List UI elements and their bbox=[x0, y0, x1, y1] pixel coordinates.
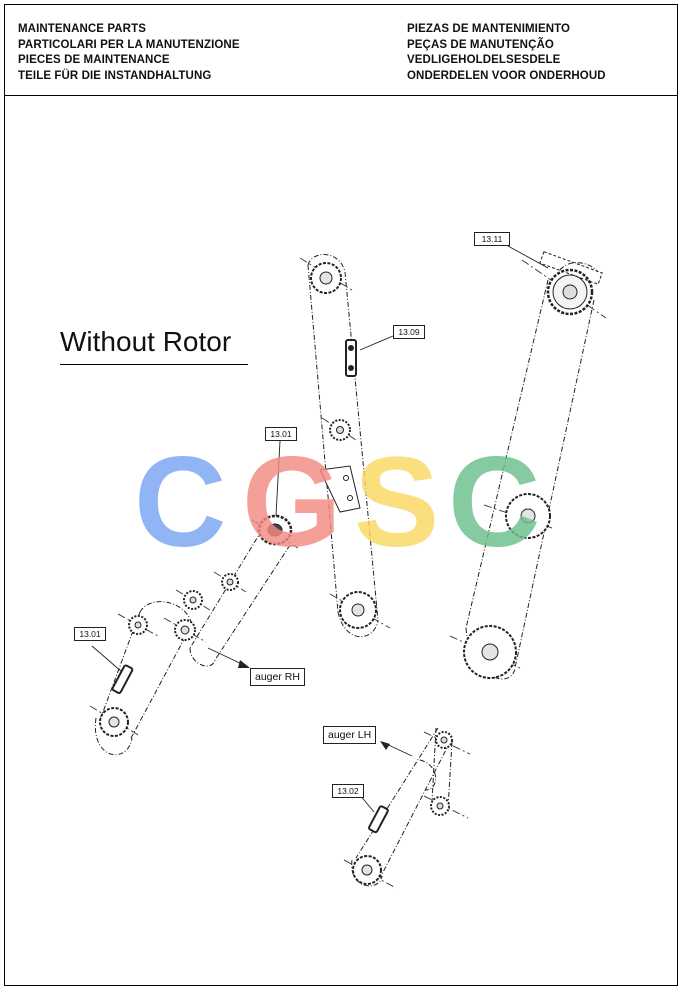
watermark-letter-1: C bbox=[134, 431, 226, 574]
chain-link-13-02 bbox=[368, 805, 389, 834]
sprocket-small-c bbox=[128, 615, 148, 635]
sprocket-lower-right-b bbox=[430, 796, 450, 816]
chain-loop-right bbox=[465, 262, 599, 680]
chain-loop-diagonal bbox=[189, 529, 291, 667]
chain-link-13-01-lower bbox=[111, 664, 134, 695]
callout-13-11: 13.11 bbox=[474, 232, 510, 246]
sprocket-lower-right-a bbox=[435, 731, 453, 749]
sprocket-small-b bbox=[183, 590, 203, 610]
header-right-line-3: VEDLIGEHOLDELSESDELE bbox=[407, 54, 561, 66]
sprocket-13-11 bbox=[539, 251, 603, 316]
header-left-line-2: PARTICOLARI PER LA MANUTENZIONE bbox=[18, 38, 240, 51]
diagram-title: Without Rotor bbox=[60, 326, 232, 357]
callout-13-09: 13.09 bbox=[393, 325, 425, 339]
label-auger-rh: auger RH bbox=[250, 668, 305, 686]
leader-13-09 bbox=[359, 335, 394, 351]
arrowhead-auger-lh bbox=[380, 741, 390, 750]
sprocket-auger-rh bbox=[99, 707, 129, 737]
leader-13-01-lower bbox=[91, 645, 123, 673]
label-auger-lh: auger LH bbox=[323, 726, 377, 744]
header-left-line-3: PIECES DE MAINTENANCE bbox=[18, 54, 170, 66]
arrowhead-auger-rh bbox=[238, 660, 250, 668]
sprocket-lower-middle bbox=[339, 591, 377, 629]
page-frame bbox=[4, 4, 678, 986]
header-right-line-2: PEÇAS DE MANUTENÇÃO bbox=[407, 38, 554, 51]
sprocket-13-01-upper bbox=[257, 514, 293, 546]
tensioner-plate bbox=[319, 465, 361, 513]
sprocket-right-mid bbox=[505, 493, 551, 539]
chain-link-13-09 bbox=[345, 339, 357, 377]
sprocket-large-lower-right bbox=[463, 625, 517, 679]
sprocket-small-a bbox=[221, 573, 239, 591]
watermark-letter-2: G bbox=[242, 431, 342, 574]
sprocket-top-middle bbox=[310, 262, 342, 294]
chain-loop-lower-left bbox=[94, 601, 193, 756]
header-right-titles: PIEZAS DE MANTENIMIENTO PEÇAS DE MANUTEN… bbox=[407, 22, 606, 84]
callout-13-01-lower: 13.01 bbox=[74, 627, 106, 641]
watermark-letter-3: S bbox=[354, 431, 439, 574]
chain-loop-middle bbox=[307, 254, 379, 638]
leader-13-01-upper bbox=[275, 440, 281, 517]
header-left-line-4: TEILE FÜR DIE INSTANDHALTUNG bbox=[18, 69, 212, 82]
title-underline bbox=[60, 364, 248, 365]
header-left-line-1: MAINTENANCE PARTS bbox=[18, 23, 146, 35]
sprocket-small-d bbox=[174, 619, 196, 641]
header-left-titles: MAINTENANCE PARTS PARTICOLARI PER LA MAN… bbox=[18, 22, 240, 84]
callout-13-01-upper: 13.01 bbox=[265, 427, 297, 441]
sprocket-small-middle bbox=[329, 419, 351, 441]
watermark-letter-4: C bbox=[448, 431, 540, 574]
header-right-line-1: PIEZAS DE MANTENIMIENTO bbox=[407, 23, 571, 35]
header-right-line-4: ONDERDELEN VOOR ONDERHOUD bbox=[407, 69, 606, 82]
leader-13-11 bbox=[507, 245, 549, 269]
header: MAINTENANCE PARTS PARTICOLARI PER LA MAN… bbox=[4, 4, 678, 96]
callout-13-02: 13.02 bbox=[332, 784, 364, 798]
sprocket-auger-lh bbox=[352, 855, 382, 885]
